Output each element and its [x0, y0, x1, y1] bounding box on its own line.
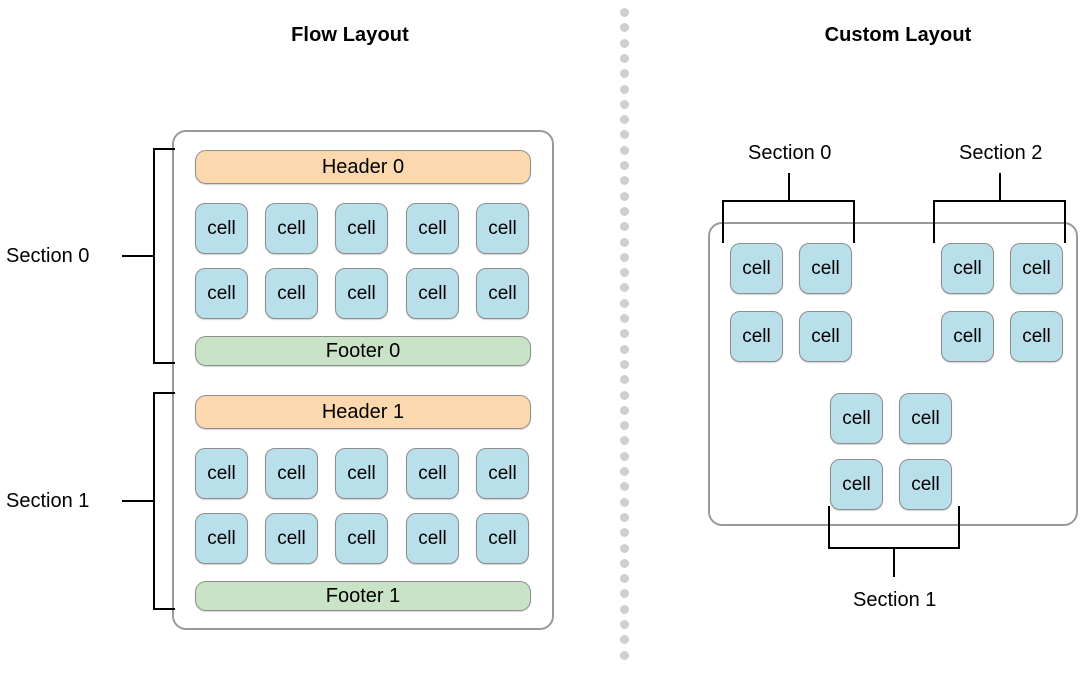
divider-dot	[620, 497, 629, 507]
divider-dot	[620, 528, 629, 538]
divider-dot	[620, 84, 629, 94]
flow-cell[interactable]: cell	[476, 448, 529, 499]
custom-cell[interactable]: cell	[899, 459, 952, 510]
custom-cell[interactable]: cell	[799, 311, 852, 362]
flow-cell[interactable]: cell	[335, 513, 388, 564]
flow-cell[interactable]: cell	[335, 203, 388, 254]
flow-cell[interactable]: cell	[476, 268, 529, 319]
bracket-stem-flow-section-1	[122, 500, 154, 502]
divider-dot	[620, 436, 629, 446]
divider-dot	[620, 176, 629, 186]
custom-cell[interactable]: cell	[1010, 311, 1063, 362]
flow-cell[interactable]: cell	[406, 203, 459, 254]
bracket-custom-section-0	[722, 200, 855, 243]
flow-header-0: Header 0	[195, 150, 531, 184]
divider-dot	[620, 268, 629, 278]
divider-dot	[620, 375, 629, 385]
divider-dot	[620, 53, 629, 63]
divider-dot	[620, 99, 629, 109]
flow-cell[interactable]: cell	[406, 268, 459, 319]
divider-dot	[620, 69, 629, 79]
custom-cell[interactable]: cell	[830, 393, 883, 444]
divider-dot	[620, 359, 629, 369]
divider-dot	[620, 451, 629, 461]
flow-cell[interactable]: cell	[195, 513, 248, 564]
divider-dot	[620, 390, 629, 400]
divider-dot	[620, 206, 629, 216]
bracket-stem-flow-section-0	[122, 255, 154, 257]
bracket-custom-section-2	[933, 200, 1066, 243]
flow-cell[interactable]: cell	[265, 268, 318, 319]
flow-footer-1: Footer 1	[195, 581, 531, 611]
bracket-stem-custom-section-2	[999, 173, 1001, 201]
flow-cell[interactable]: cell	[335, 268, 388, 319]
flow-cell[interactable]: cell	[265, 448, 318, 499]
divider-dot	[620, 252, 629, 262]
flow-cell[interactable]: cell	[265, 513, 318, 564]
divider-dot	[620, 130, 629, 140]
divider-dot	[620, 604, 629, 614]
flow-cell[interactable]: cell	[265, 203, 318, 254]
label-flow-section-1: Section 1	[6, 490, 90, 512]
divider-dot	[620, 23, 629, 33]
divider-dot	[620, 344, 629, 354]
divider-dot	[620, 38, 629, 48]
divider-dot	[620, 512, 629, 522]
divider-dot	[620, 298, 629, 308]
divider-dot	[620, 589, 629, 599]
divider-dot	[620, 145, 629, 155]
divider-dot	[620, 329, 629, 339]
flow-cell[interactable]: cell	[406, 513, 459, 564]
divider-dot	[620, 8, 629, 17]
custom-cell[interactable]: cell	[830, 459, 883, 510]
bracket-stem-custom-section-1	[893, 548, 895, 577]
bracket-flow-section-1	[153, 392, 175, 610]
divider-dot	[620, 635, 629, 645]
divider-dot	[620, 620, 629, 629]
flow-cell[interactable]: cell	[476, 203, 529, 254]
divider-dot	[620, 405, 629, 415]
divider-dot	[620, 222, 629, 232]
divider-dot	[620, 543, 629, 553]
flow-cell[interactable]: cell	[195, 448, 248, 499]
flow-cell[interactable]: cell	[476, 513, 529, 564]
label-flow-section-0: Section 0	[6, 245, 90, 267]
divider-dot	[620, 191, 629, 201]
custom-cell[interactable]: cell	[941, 311, 994, 362]
custom-cell[interactable]: cell	[899, 393, 952, 444]
label-custom-section-0: Section 0	[748, 142, 832, 164]
flow-layout-title: Flow Layout	[291, 24, 409, 46]
flow-header-1: Header 1	[195, 395, 531, 429]
custom-cell[interactable]: cell	[1010, 243, 1063, 294]
label-custom-section-1: Section 1	[853, 589, 937, 611]
divider-dot	[620, 482, 629, 492]
flow-cell[interactable]: cell	[195, 268, 248, 319]
custom-cell[interactable]: cell	[941, 243, 994, 294]
divider-dot	[620, 558, 629, 568]
bracket-custom-section-1	[828, 506, 960, 549]
divider-dot	[620, 314, 629, 323]
custom-layout-title: Custom Layout	[824, 24, 972, 46]
vertical-dotted-divider	[620, 8, 629, 668]
custom-cell[interactable]: cell	[730, 243, 783, 294]
divider-dot	[620, 237, 629, 247]
flow-cell[interactable]: cell	[406, 448, 459, 499]
divider-dot	[620, 115, 629, 125]
custom-cell[interactable]: cell	[730, 311, 783, 362]
bracket-stem-custom-section-0	[788, 173, 790, 201]
divider-dot	[620, 467, 629, 476]
divider-dot	[620, 421, 629, 431]
bracket-flow-section-0	[153, 148, 175, 364]
divider-dot	[620, 574, 629, 584]
flow-cell[interactable]: cell	[195, 203, 248, 254]
divider-dot	[620, 283, 629, 293]
flow-footer-0: Footer 0	[195, 336, 531, 366]
flow-cell[interactable]: cell	[335, 448, 388, 499]
label-custom-section-2: Section 2	[959, 142, 1043, 164]
custom-cell[interactable]: cell	[799, 243, 852, 294]
divider-dot	[620, 161, 629, 170]
divider-dot	[620, 650, 629, 660]
